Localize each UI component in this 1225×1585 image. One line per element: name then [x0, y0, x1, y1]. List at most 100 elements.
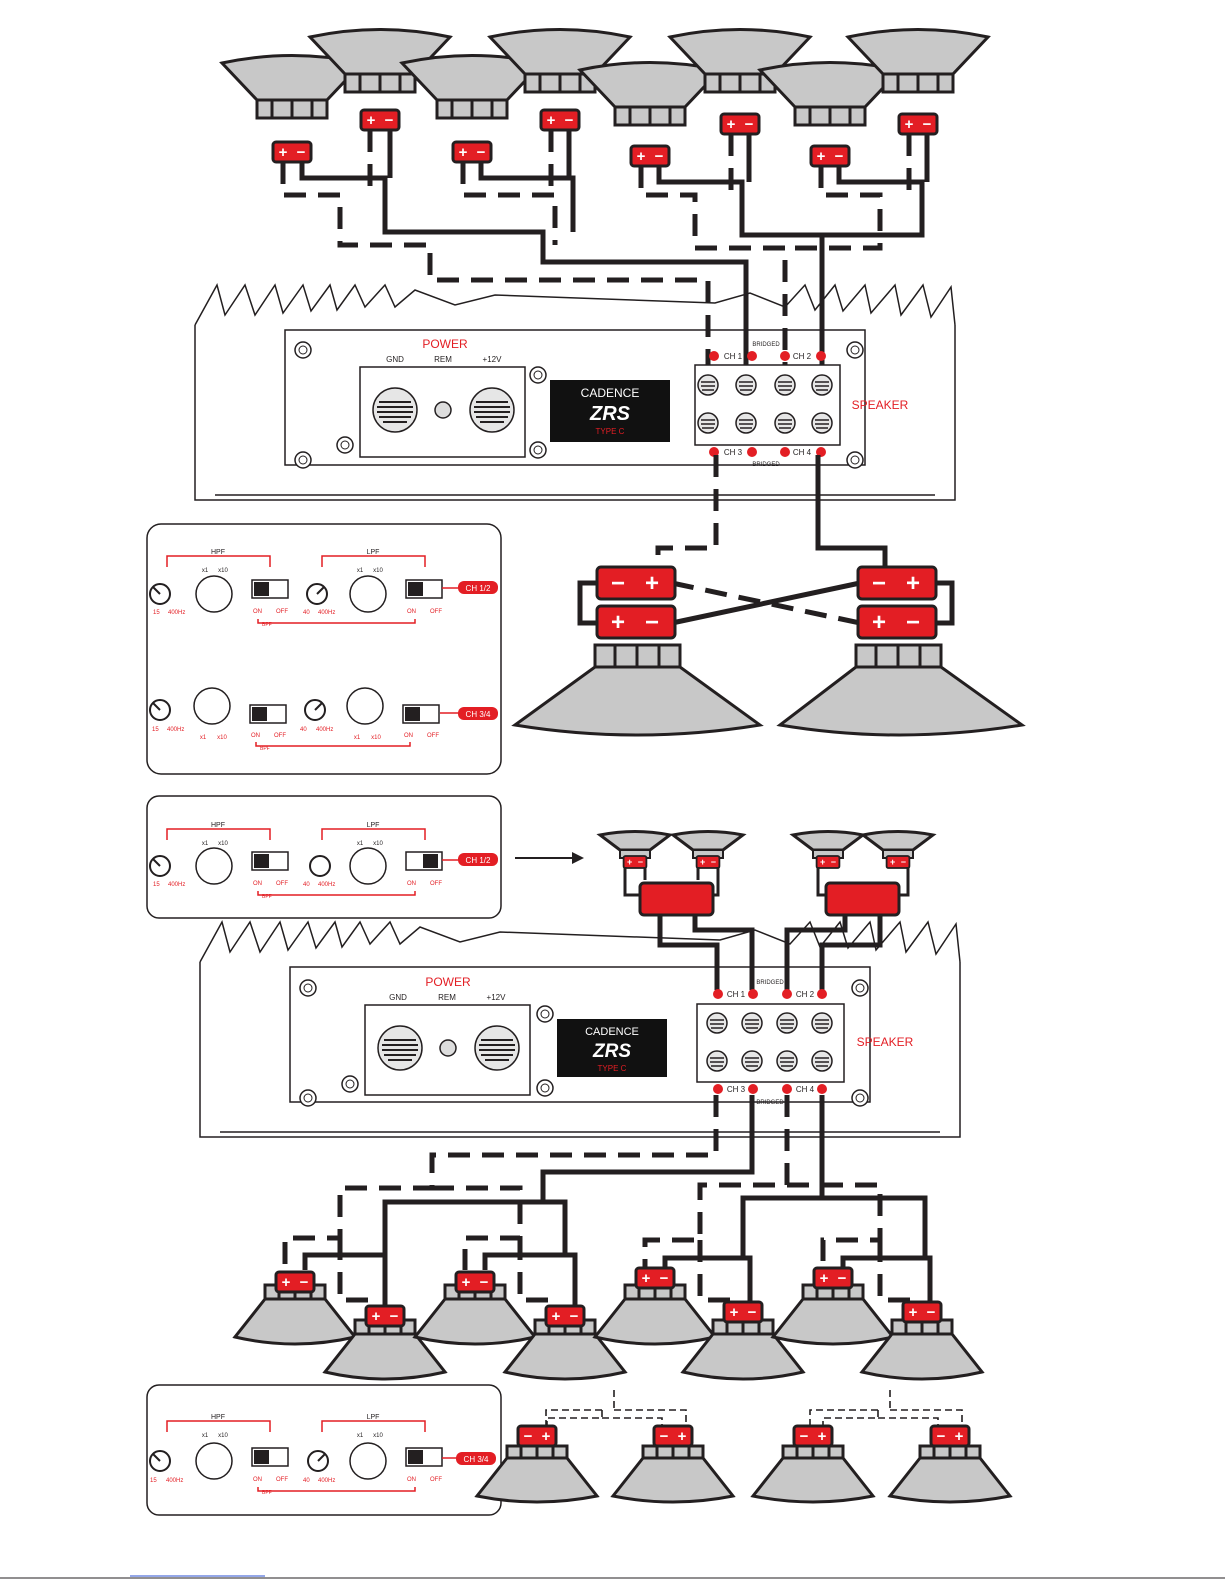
ch12-badge-2: [458, 853, 498, 866]
svg-text:TYPE C: TYPE C: [598, 1064, 627, 1073]
svg-text:40: 40: [300, 727, 307, 733]
svg-text:OFF: OFF: [430, 1477, 442, 1483]
svg-text:CH 4: CH 4: [796, 1085, 815, 1094]
lpf-gain-knob-ch34[interactable]: [346, 687, 384, 725]
subwoofer-right: [776, 643, 1026, 737]
lpf-gain-knob-b[interactable]: [349, 1442, 387, 1480]
svg-text:BPF: BPF: [262, 622, 272, 628]
svg-text:x10: x10: [373, 568, 383, 574]
arrow: [515, 852, 584, 864]
svg-text:BRIDGED: BRIDGED: [756, 980, 784, 986]
svg-text:400Hz: 400Hz: [167, 727, 184, 733]
svg-text:x10: x10: [371, 735, 381, 741]
subwoofer-pair-top: − + + − − + + −: [511, 455, 1026, 737]
svg-text:ON: ON: [253, 1477, 262, 1483]
svg-text:x1: x1: [202, 841, 209, 847]
hpf-gain-knob[interactable]: [195, 847, 233, 885]
svg-text:OFF: OFF: [430, 609, 442, 615]
svg-text:400Hz: 400Hz: [166, 1478, 183, 1484]
svg-text:SPEAKER: SPEAKER: [857, 1035, 914, 1049]
type-text: TYPE C: [596, 427, 625, 436]
control-panel-ch12: HPF LPF x1 x10 x1 x10 15 400Hz ON OFF 40…: [146, 795, 502, 919]
rem-label: REM: [434, 355, 452, 364]
svg-text:CH 3/4: CH 3/4: [466, 710, 491, 719]
svg-text:−: −: [906, 609, 920, 636]
lpf-knob[interactable]: [309, 855, 331, 877]
svg-text:BPF: BPF: [262, 1490, 272, 1496]
svg-text:HPF: HPF: [211, 549, 225, 556]
hpf-gain-knob-ch34[interactable]: [193, 687, 231, 725]
ch12-badge: [458, 581, 498, 594]
panel-row-ch34: 15 400Hz x1 x10 ON OFF 40 400Hz x1 x10 O…: [149, 687, 498, 752]
svg-text:x1: x1: [357, 1433, 364, 1439]
svg-text:x10: x10: [373, 1433, 383, 1439]
svg-text:CH 1: CH 1: [724, 352, 743, 361]
speaker-label: SPEAKER: [852, 398, 909, 412]
svg-text:15: 15: [152, 727, 159, 733]
hpf-gain-knob-b[interactable]: [195, 1442, 233, 1480]
lpf-gain-knob-ch12[interactable]: [349, 575, 387, 613]
svg-text:40: 40: [303, 610, 310, 616]
amplifier-bottom: POWER GND REM +12V CADENCE ZRS TYPE C BR…: [199, 921, 961, 1138]
svg-text:−: −: [872, 570, 886, 597]
svg-text:BRIDGED: BRIDGED: [752, 462, 780, 468]
svg-text:CH 3: CH 3: [724, 448, 743, 457]
svg-text:BRIDGED: BRIDGED: [752, 342, 780, 348]
svg-text:OFF: OFF: [427, 733, 439, 739]
svg-text:CH 3: CH 3: [727, 1085, 746, 1094]
svg-text:400Hz: 400Hz: [318, 882, 335, 888]
ch34-badge-2: [456, 1452, 496, 1465]
subwoofer-right-terminals: − + + −: [856, 565, 938, 640]
svg-text:400Hz: 400Hz: [318, 610, 335, 616]
svg-text:400Hz: 400Hz: [168, 610, 185, 616]
svg-text:x10: x10: [217, 735, 227, 741]
svg-text:OFF: OFF: [430, 881, 442, 887]
svg-text:15: 15: [150, 1478, 157, 1484]
svg-text:LPF: LPF: [367, 549, 380, 556]
svg-text:+: +: [906, 570, 920, 597]
svg-text:ZRS: ZRS: [592, 1041, 631, 1062]
svg-text:x10: x10: [218, 1433, 228, 1439]
svg-text:x1: x1: [202, 1433, 209, 1439]
svg-text:BPF: BPF: [262, 894, 272, 900]
model-text: ZRS: [589, 403, 631, 425]
svg-text:REM: REM: [438, 993, 456, 1002]
svg-text:40: 40: [303, 882, 310, 888]
svg-text:CH 2: CH 2: [796, 990, 815, 999]
svg-text:−: −: [611, 570, 625, 597]
svg-text:CH 1/2: CH 1/2: [466, 584, 491, 593]
svg-text:CH 4: CH 4: [793, 448, 812, 457]
power-label: POWER: [422, 337, 468, 351]
bottom-speaker-array: [233, 1266, 984, 1381]
svg-text:+12V: +12V: [487, 993, 507, 1002]
bottom-subwoofer-row: [474, 1390, 1013, 1504]
top-wiring: [280, 130, 930, 380]
svg-text:15: 15: [153, 882, 160, 888]
svg-text:x1: x1: [357, 568, 364, 574]
svg-text:ON: ON: [253, 881, 262, 887]
svg-text:400Hz: 400Hz: [318, 1478, 335, 1484]
svg-text:GND: GND: [389, 993, 407, 1002]
svg-text:x10: x10: [218, 568, 228, 574]
bottom-wiring: [282, 1095, 933, 1305]
svg-text:HPF: HPF: [211, 1414, 225, 1421]
svg-text:x1: x1: [354, 735, 361, 741]
svg-text:OFF: OFF: [276, 1477, 288, 1483]
svg-text:ON: ON: [404, 733, 413, 739]
tweeter: [596, 830, 937, 859]
cadence-logo: CADENCE ZRS TYPE C: [550, 380, 670, 442]
svg-text:x1: x1: [200, 735, 207, 741]
hpf-gain-knob-ch12[interactable]: [195, 575, 233, 613]
svg-text:−: −: [645, 609, 659, 636]
svg-text:HPF: HPF: [211, 822, 225, 829]
ch34-badge: [458, 707, 498, 720]
svg-text:x10: x10: [218, 841, 228, 847]
control-panel-ch34: HPF LPF x1 x10 x1 x10 15 400Hz ON OFF 40…: [146, 1384, 502, 1516]
svg-text:OFF: OFF: [276, 881, 288, 887]
top-speaker-array: [220, 28, 990, 168]
svg-text:ON: ON: [407, 1477, 416, 1483]
svg-text:ON: ON: [251, 733, 260, 739]
lpf-gain-knob[interactable]: [349, 847, 387, 885]
gnd-label: GND: [386, 355, 404, 364]
svg-text:LPF: LPF: [367, 1414, 380, 1421]
